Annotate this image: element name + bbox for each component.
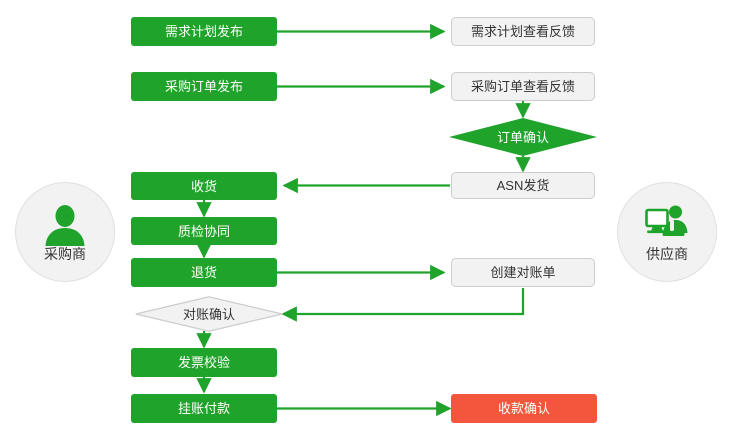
actor-supplier[interactable]: 供应商 (617, 182, 717, 282)
node-po-feedback[interactable]: 采购订单查看反馈 (451, 72, 595, 101)
node-demand-plan-feedback[interactable]: 需求计划查看反馈 (451, 17, 595, 46)
node-create-statement[interactable]: 创建对账单 (451, 258, 595, 287)
node-label: ASN发货 (496, 178, 550, 193)
node-invoice-verify[interactable]: 发票校验 (131, 348, 277, 377)
node-label: 采购订单查看反馈 (470, 79, 575, 94)
node-receive-goods[interactable]: 收货 (131, 172, 277, 200)
node-label: 质检协同 (177, 223, 230, 239)
node-label: 对账确认 (182, 306, 235, 322)
node-quality-collab[interactable]: 质检协同 (131, 217, 277, 245)
node-label: 收款确认 (497, 401, 550, 416)
user-avatar-icon (45, 204, 85, 246)
actor-buyer-label: 采购商 (44, 245, 86, 262)
node-return-goods[interactable]: 退货 (131, 258, 277, 287)
node-asn-shipment[interactable]: ASN发货 (451, 172, 595, 199)
node-label: 订单确认 (496, 129, 549, 145)
edge-create-statement-to-statement-confirm (281, 288, 525, 322)
node-label: 采购订单发布 (164, 79, 243, 94)
node-receipt-confirm[interactable]: 收款确认 (451, 394, 597, 423)
node-label: 退货 (190, 265, 217, 280)
node-label: 收货 (190, 178, 217, 194)
node-demand-plan-publish[interactable]: 需求计划发布 (131, 17, 277, 46)
node-label: 需求计划发布 (164, 24, 243, 39)
user-computer-icon (645, 205, 688, 236)
node-po-publish[interactable]: 采购订单发布 (131, 72, 277, 101)
node-label: 创建对账单 (490, 265, 556, 280)
node-label: 挂账付款 (177, 401, 230, 416)
node-label: 发票校验 (177, 355, 230, 370)
actor-supplier-label: 供应商 (646, 245, 688, 262)
node-statement-confirm[interactable]: 对账确认 (135, 296, 283, 332)
node-order-confirm[interactable]: 订单确认 (449, 118, 597, 156)
node-payment-posting[interactable]: 挂账付款 (131, 394, 277, 423)
node-label: 需求计划查看反馈 (470, 24, 575, 39)
actor-buyer[interactable]: 采购商 (15, 182, 115, 282)
